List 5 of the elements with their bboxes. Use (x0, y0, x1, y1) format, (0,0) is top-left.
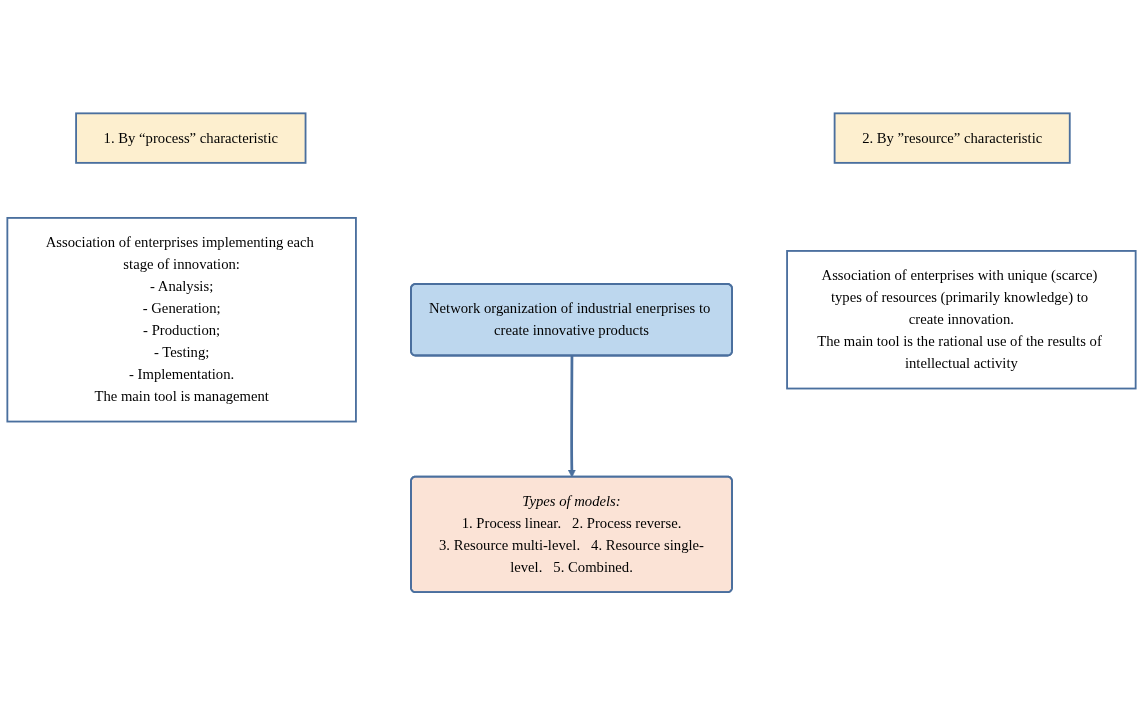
node-box: Association of enterprises with unique (scarce) types of resources (primarily knowledge) to create innovation. The main tool is the rational use of the results of intellectual activity (786, 250, 1137, 390)
node-box: 2. By ”resource” characteristic (833, 112, 1071, 165)
node-box: 1. By “process” characteristic (75, 112, 307, 165)
arrow (567, 356, 576, 478)
node-box: Association of enterprises implementing each stage of innovation: - Analysis; - Generation; - Production; - Testing; - Implementation. The main tool is management (6, 217, 357, 423)
